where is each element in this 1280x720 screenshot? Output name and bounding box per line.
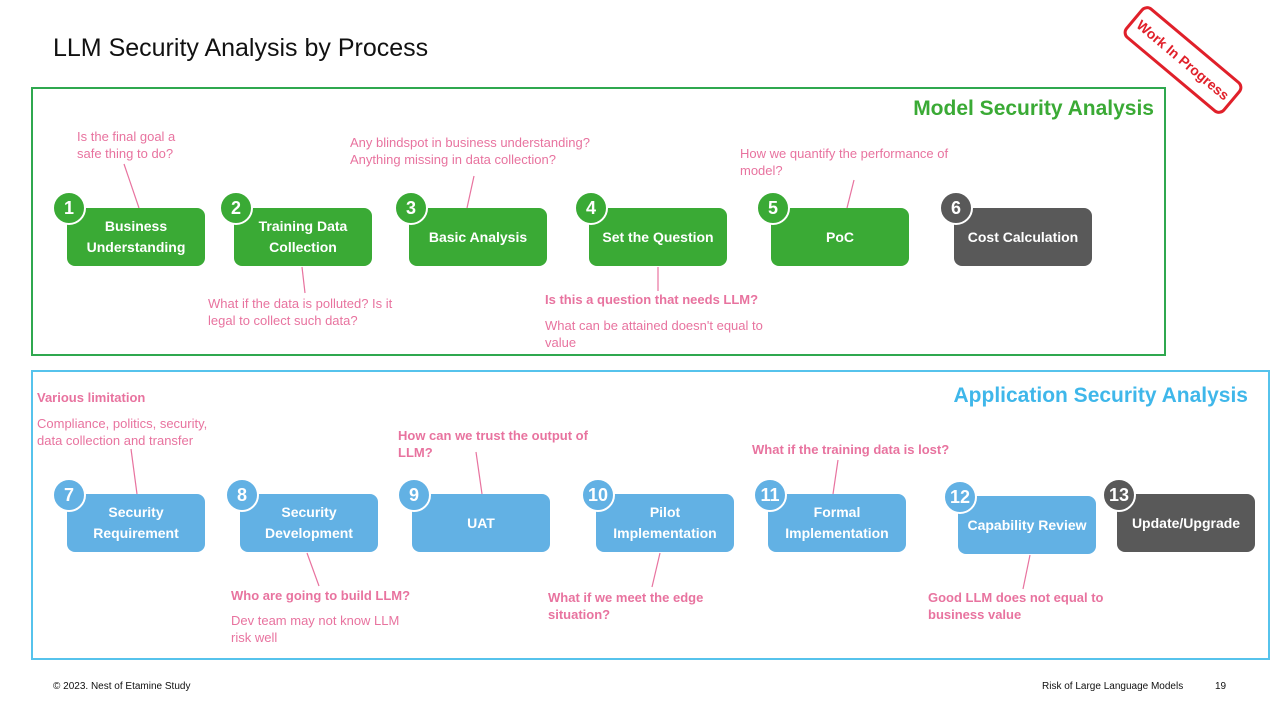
step-security-development: Security Development (240, 494, 378, 552)
step-label: Training Data Collection (258, 218, 348, 255)
step-formal-implementation: Formal Implementation (768, 494, 906, 552)
note-final-goal: Is the final goal a safe thing to do? (77, 129, 176, 161)
step-number-badge: 2 (219, 191, 253, 225)
step-number-badge: 10 (581, 478, 615, 512)
note-data-polluted: What if the data is polluted? Is it lega… (208, 296, 393, 328)
step-number-badge: 11 (753, 478, 787, 512)
step-label: UAT (467, 514, 495, 531)
connector-7 (130, 448, 138, 495)
note-who-builds: Who are going to build LLM? (231, 588, 411, 603)
step-set-the-question: Set the Question (589, 208, 727, 266)
model-panel-title: Model Security Analysis (913, 97, 1154, 120)
step-label: Security Development (265, 504, 353, 541)
step-label: Security Requirement (93, 504, 179, 541)
note-various-limitation: Various limitation (37, 390, 146, 405)
note-blindspot: Any blindspot in business understanding?… (350, 135, 590, 167)
page-title: LLM Security Analysis by Process (53, 34, 429, 62)
step-label: Pilot Implementation (613, 504, 717, 541)
step-basic-analysis: Basic Analysis (409, 208, 547, 266)
model-security-panel: Model Security Analysis (31, 87, 1166, 356)
step-label: Capability Review (967, 516, 1087, 533)
step-capability-review: Capability Review (958, 496, 1096, 554)
note-training-data-lost: What if the training data is lost? (752, 442, 950, 457)
connector-12 (1022, 554, 1031, 590)
step-label: Business Understanding (86, 218, 186, 255)
step-pilot-implementation: Pilot Implementation (596, 494, 734, 552)
step-security-requirement: Security Requirement (67, 494, 205, 552)
footer-page-number: 19 (1215, 681, 1227, 692)
application-security-panel: Application Security Analysis (31, 370, 1270, 660)
connector-2 (301, 266, 306, 294)
step-label: PoC (826, 228, 854, 245)
connector-8 (306, 552, 320, 587)
connector-11 (832, 459, 839, 495)
step-cost-calculation: Cost Calculation (954, 208, 1092, 266)
step-number-badge: 12 (943, 480, 977, 514)
step-update-upgrade: Update/Upgrade (1117, 494, 1255, 552)
step-label: Basic Analysis (428, 228, 528, 245)
note-dev-team: Dev team may not know LLM risk well (231, 613, 400, 645)
step-label: Formal Implementation (785, 504, 889, 541)
connector-9 (475, 451, 483, 495)
note-compliance: Compliance, politics, security, data col… (37, 416, 208, 448)
connector-5 (846, 179, 855, 209)
step-label: Set the Question (602, 228, 714, 245)
connector-10 (651, 552, 661, 588)
connector-1 (123, 163, 140, 209)
step-training-data-collection: Training Data Collection (234, 208, 372, 266)
step-number-badge: 6 (939, 191, 973, 225)
step-number-badge: 7 (52, 478, 86, 512)
note-trust-output: How can we trust the output of LLM? (398, 428, 588, 460)
connector-3 (466, 175, 475, 209)
step-label: Update/Upgrade (1131, 514, 1241, 531)
application-panel-title: Application Security Analysis (953, 384, 1248, 407)
step-number-badge: 8 (225, 478, 259, 512)
note-edge-situation: What if we meet the edge situation? (548, 590, 704, 622)
step-number-badge: 5 (756, 191, 790, 225)
step-number-badge: 9 (397, 478, 431, 512)
footer-deck-title: Risk of Large Language Models (1042, 681, 1184, 692)
step-business-understanding: Business Understanding (67, 208, 205, 266)
step-number-badge: 13 (1102, 478, 1136, 512)
note-quantify-performance: How we quantify the performance of model… (740, 146, 949, 178)
step-number-badge: 3 (394, 191, 428, 225)
note-attained-value: What can be attained doesn't equal to va… (545, 318, 763, 350)
note-good-llm: Good LLM does not equal to business valu… (928, 590, 1104, 622)
step-uat: UAT (412, 494, 550, 552)
step-number-badge: 1 (52, 191, 86, 225)
step-label: Cost Calculation (967, 228, 1079, 245)
step-number-badge: 4 (574, 191, 608, 225)
note-needs-llm: Is this a question that needs LLM? (545, 292, 759, 307)
footer-copyright: © 2023. Nest of Etamine Study (53, 681, 191, 692)
step-poc: PoC (771, 208, 909, 266)
